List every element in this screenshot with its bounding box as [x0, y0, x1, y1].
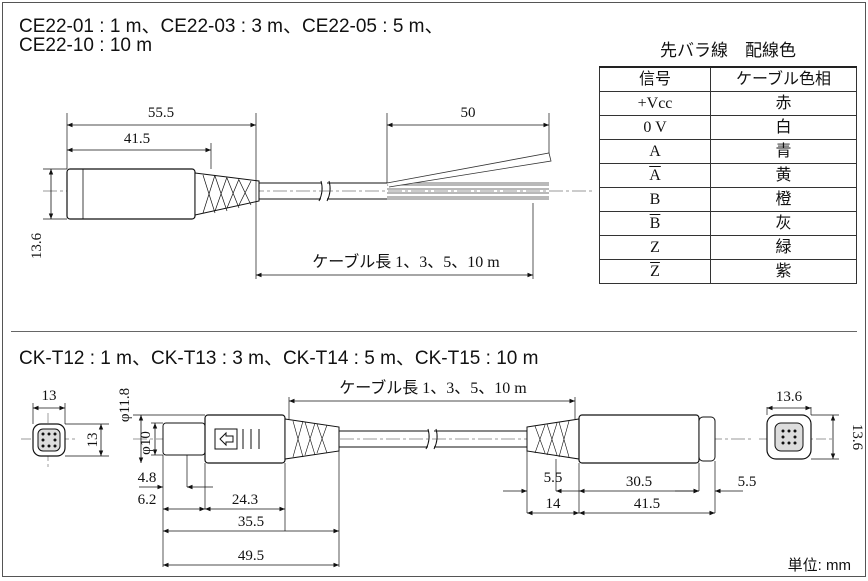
- bottom-cable-drawing: ケーブル長 1、3、5、10 m 13 13 φ11.8 φ10 4.8 6.2…: [21, 378, 865, 568]
- unit-label: 単位: mm: [787, 557, 851, 574]
- top-loose-wires: [386, 152, 552, 200]
- top-header-line1: CE22-01 : 1 m、CE22-03 : 3 m、CE22-05 : 5 …: [19, 16, 444, 37]
- dim-height: 13.6: [29, 232, 45, 259]
- dim-cable-length-top: ケーブル長 1、3、5、10 m: [312, 252, 500, 271]
- wire-color-cell: 青: [710, 139, 857, 164]
- wire-signal-text: B: [649, 190, 661, 208]
- wire-signal-text: 0 V: [643, 118, 667, 136]
- wire-color-cell: 赤: [710, 91, 857, 116]
- bottom-header: CK-T12 : 1 m、CK-T13 : 3 m、CK-T14 : 5 m、C…: [19, 348, 539, 369]
- wire-color-cell: 緑: [710, 235, 857, 260]
- section-divider: [11, 331, 857, 332]
- dim-right-41-5: 41.5: [634, 496, 660, 512]
- wire-signal-cell: B: [599, 211, 711, 236]
- wire-color-cell: 紫: [710, 259, 857, 284]
- wire-color-cell: 黄: [710, 163, 857, 188]
- wire-signal-cell: Z: [599, 259, 711, 284]
- top-header-line2: CE22-10 : 10 m: [19, 35, 153, 56]
- dim-right-5-5b: 5.5: [738, 474, 757, 490]
- wire-signal-text: Z: [650, 238, 660, 256]
- col-signal-header: 信号: [599, 66, 711, 92]
- dim-right-30-5: 30.5: [626, 474, 652, 490]
- dim-35-5: 35.5: [238, 514, 264, 530]
- dim-right-5-5a: 5.5: [544, 470, 563, 486]
- dim-right-14: 14: [546, 496, 562, 512]
- dim-right-13-6-width: 13.6: [776, 389, 803, 405]
- wire-signal-text: Z: [650, 262, 660, 280]
- dim-4-8: 4.8: [138, 470, 157, 486]
- dim-total-length: 55.5: [148, 105, 174, 121]
- top-strain-relief: [194, 172, 260, 216]
- wire-table-title: 先バラ線 配線色: [599, 36, 857, 68]
- right-connector: [526, 414, 716, 464]
- dim-face-height: 13: [85, 433, 101, 448]
- dim-49-5: 49.5: [238, 548, 264, 564]
- dim-wire-length: 50: [461, 105, 476, 121]
- right-face-view: [759, 414, 833, 460]
- dim-face-width: 13: [42, 388, 57, 404]
- wire-signal-text: A: [649, 166, 661, 184]
- wire-signal-text: A: [649, 142, 661, 160]
- wire-row: +Vcc 赤: [599, 91, 857, 116]
- dim-outer-dia: φ11.8: [117, 388, 133, 422]
- dim-cable-length-bottom: ケーブル長 1、3、5、10 m: [339, 378, 527, 397]
- wire-signal-cell: B: [599, 187, 711, 212]
- wire-signal-cell: +Vcc: [599, 91, 711, 116]
- dim-inner-dia: φ10: [138, 431, 154, 455]
- left-connector: [162, 414, 340, 464]
- dim-body-length: 41.5: [124, 131, 150, 147]
- left-face-view: [21, 413, 75, 469]
- wire-signal-text: +Vcc: [637, 94, 673, 112]
- dim-24-3: 24.3: [232, 492, 258, 508]
- top-cable-drawing: 55.5 41.5 50 13.6 ケーブル長 1、3、5、10 m: [29, 105, 593, 279]
- dim-6-2: 6.2: [138, 492, 157, 508]
- dim-right-13-6-height: 13.6: [849, 424, 865, 451]
- wire-signal-text: B: [649, 214, 661, 232]
